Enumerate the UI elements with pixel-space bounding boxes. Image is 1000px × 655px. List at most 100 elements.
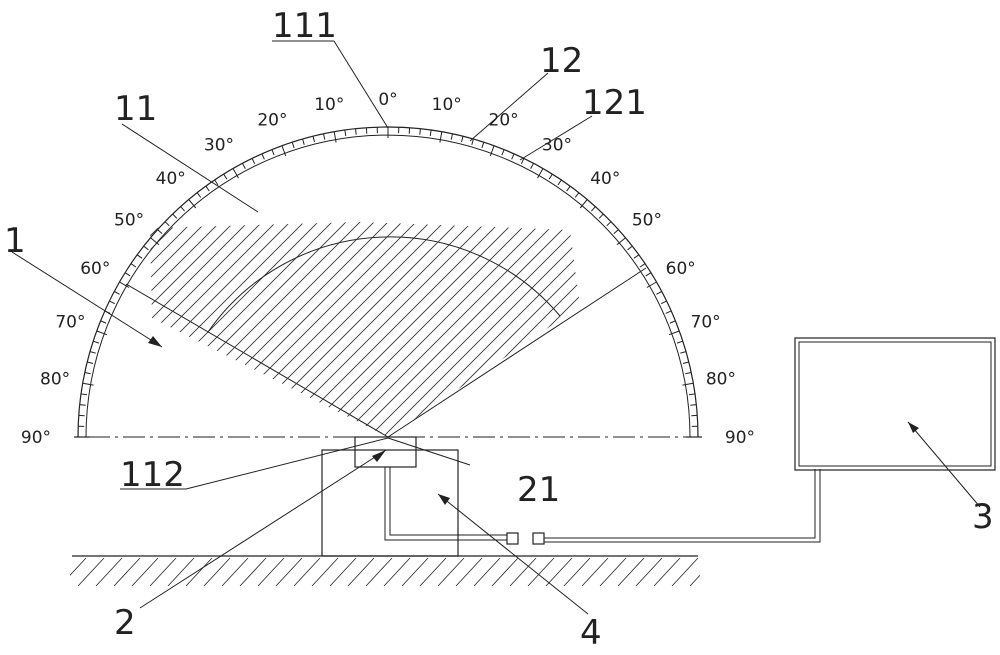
angle-label: 90°: [21, 428, 51, 448]
scale-tick: [90, 352, 96, 354]
scale-tick: [334, 132, 336, 143]
scale-tick: [137, 255, 142, 258]
angle-label: 40°: [156, 169, 186, 189]
ref-1: 1: [4, 221, 26, 261]
scale-tick: [243, 163, 246, 168]
angle-label: 0°: [378, 90, 397, 110]
hatch-line: [650, 210, 890, 450]
angle-label: 20°: [257, 110, 287, 130]
scale-tick: [80, 405, 86, 406]
scale-tick: [670, 321, 676, 323]
scale-tick: [324, 134, 325, 140]
ref-3: 3: [972, 497, 994, 537]
scale-tick: [144, 246, 149, 250]
scale-tick: [81, 394, 87, 395]
scale-tick: [451, 134, 452, 140]
scale-tick: [482, 142, 484, 148]
scale-tick: [599, 214, 603, 218]
scale-tick: [607, 222, 611, 226]
scale-tick: [114, 292, 119, 295]
scale-tick: [683, 383, 694, 385]
arrow-head-2: [372, 450, 386, 462]
scale-tick: [173, 214, 177, 218]
scale-tick: [689, 394, 695, 395]
connector-right: [533, 533, 544, 544]
sensor-block: [355, 437, 416, 467]
scale-tick: [125, 273, 130, 276]
angle-label: 30°: [204, 135, 234, 155]
scale-tick: [502, 150, 504, 156]
ref-21: 21: [517, 470, 560, 510]
arrow-head-1: [148, 336, 162, 347]
scale-tick: [83, 383, 94, 385]
scale-tick: [252, 158, 255, 163]
scale-tick: [690, 405, 696, 406]
hatch-line: [636, 210, 876, 450]
hatch-line: [622, 210, 862, 450]
ref-4: 4: [580, 613, 602, 653]
ref-111: 111: [272, 6, 337, 46]
hatch-line: [566, 210, 806, 450]
hatch-line: [552, 210, 792, 450]
hatch-line: [0, 210, 176, 450]
scale-tick: [646, 273, 651, 276]
scale-tick: [165, 222, 169, 226]
scale-tick: [685, 373, 691, 374]
hatched-sector: [0, 210, 932, 450]
scale-tick: [85, 373, 91, 374]
angle-label: 30°: [542, 135, 572, 155]
scale-tick: [87, 362, 93, 364]
scale-tick: [575, 193, 579, 198]
scale-tick: [614, 230, 619, 234]
scale-tick: [628, 246, 633, 250]
scale-tick: [640, 264, 645, 267]
scale-tick: [131, 264, 136, 267]
scale-tick: [197, 193, 201, 198]
scale-tick: [440, 132, 442, 143]
scale-tick: [303, 139, 305, 145]
angle-label: 10°: [314, 95, 344, 115]
scale-tick: [634, 255, 639, 258]
ground-hatch-line: [708, 558, 734, 586]
sector-hatching: [0, 210, 932, 450]
scale-tick: [313, 136, 315, 142]
scale-tick: [292, 142, 294, 148]
scale-tick: [661, 301, 666, 304]
scale-tick: [181, 207, 185, 212]
hatch-line: [538, 210, 778, 450]
angle-label: 90°: [725, 428, 755, 448]
angle-label: 50°: [114, 211, 144, 231]
angle-label: 70°: [691, 312, 721, 332]
scale-tick: [677, 341, 683, 343]
angle-label: 10°: [432, 95, 462, 115]
display-box-inner: [799, 342, 991, 466]
connector-left: [507, 533, 518, 544]
scale-tick: [158, 230, 163, 234]
display-box-outer: [795, 338, 995, 470]
angle-label: 60°: [666, 259, 696, 279]
ref-121: 121: [582, 83, 647, 123]
scale-tick: [680, 352, 686, 354]
scale-tick: [591, 207, 595, 212]
arrow-head-4: [438, 494, 450, 505]
angle-label: 70°: [55, 312, 85, 332]
scale-tick: [345, 130, 346, 136]
ground-hatching: [60, 558, 734, 586]
scale-tick: [272, 150, 274, 156]
ref-12: 12: [540, 41, 583, 81]
scale-tick: [558, 180, 561, 185]
scale-tick: [101, 321, 107, 323]
scale-tick: [531, 163, 534, 168]
hatch-line: [0, 210, 204, 450]
hatch-line: [0, 210, 232, 450]
scale-tick: [683, 362, 689, 364]
ref-112: 112: [120, 455, 185, 495]
scale-tick: [224, 174, 227, 179]
scale-tick: [656, 292, 661, 295]
angle-label: 50°: [632, 211, 662, 231]
hatch-line: [0, 210, 218, 450]
angle-label: 80°: [40, 369, 70, 389]
scale-tick: [109, 301, 114, 304]
cable-to-display: [544, 469, 820, 542]
